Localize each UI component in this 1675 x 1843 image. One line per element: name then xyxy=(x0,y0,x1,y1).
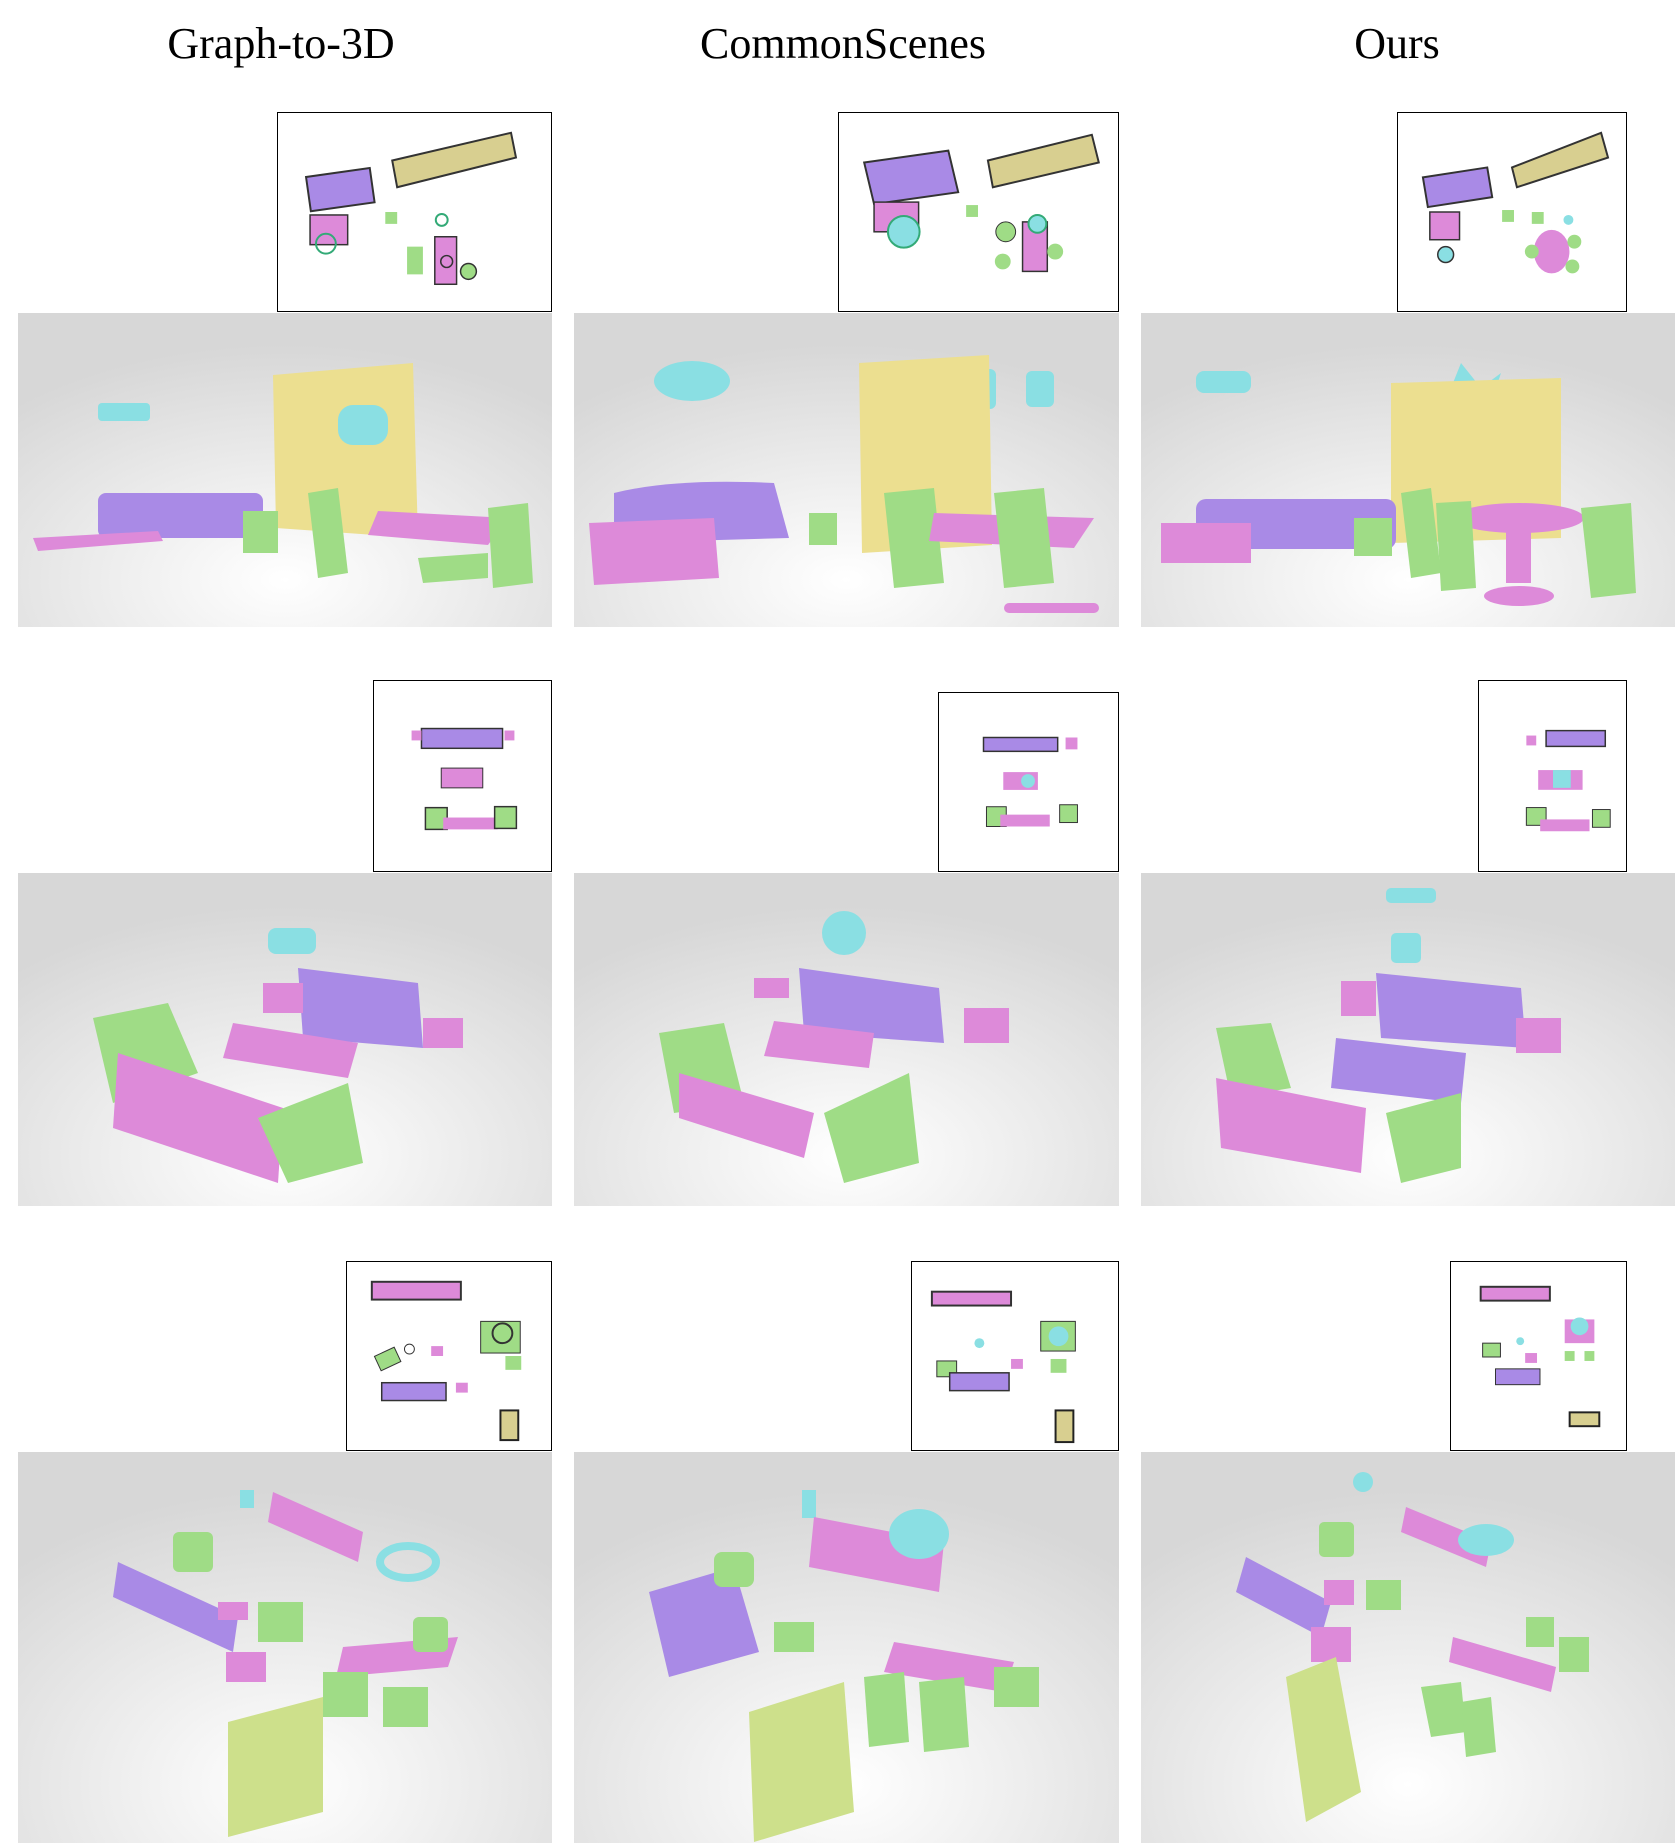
render-row2-commonscenes xyxy=(574,873,1119,1206)
topview-row1-commonscenes xyxy=(838,112,1119,312)
column-title-commonscenes: CommonScenes xyxy=(700,19,986,68)
render-row3-graph-to-3d xyxy=(18,1452,552,1843)
render-row1-ours xyxy=(1141,313,1675,627)
render-row1-commonscenes xyxy=(574,313,1119,627)
topview-row1-graph-to-3d xyxy=(277,112,552,312)
topview-row2-commonscenes xyxy=(938,692,1119,872)
render-row2-graph-to-3d xyxy=(18,873,552,1206)
topview-row2-ours xyxy=(1478,680,1627,872)
topview-row3-commonscenes xyxy=(911,1261,1119,1451)
column-title-ours: Ours xyxy=(1354,19,1440,68)
topview-row3-ours xyxy=(1450,1261,1627,1451)
render-row3-commonscenes xyxy=(574,1452,1119,1843)
column-title-graph-to-3d: Graph-to-3D xyxy=(167,19,395,68)
topview-row1-ours xyxy=(1397,112,1627,312)
topview-row2-graph-to-3d xyxy=(373,680,552,872)
render-row1-graph-to-3d xyxy=(18,313,552,627)
render-row2-ours xyxy=(1141,873,1675,1206)
topview-row3-graph-to-3d xyxy=(346,1261,552,1451)
render-row3-ours xyxy=(1141,1452,1675,1843)
